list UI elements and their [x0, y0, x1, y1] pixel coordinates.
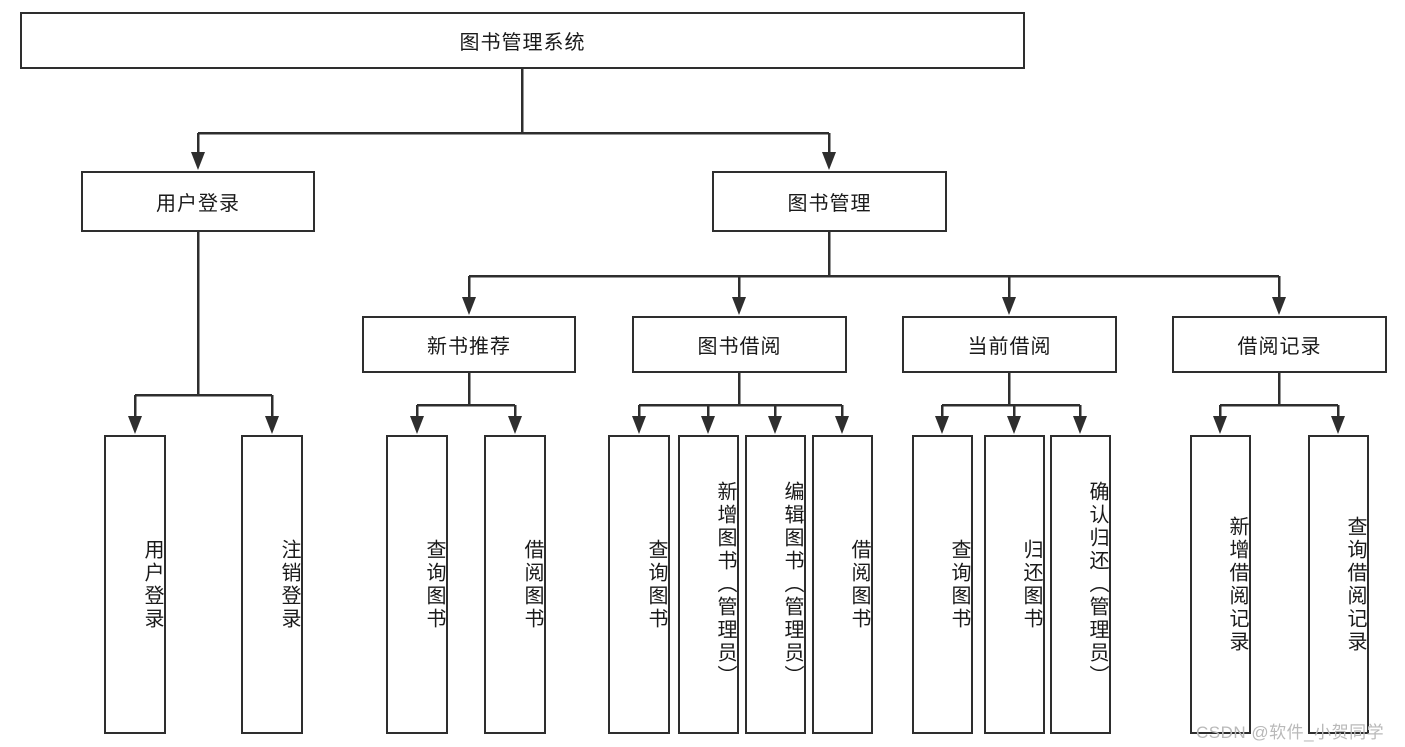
leaf-borrow-book-label: 借阅图书: [848, 538, 870, 631]
leaf-borrow-book[interactable]: 借阅图书: [812, 435, 873, 734]
leaf-query-borrow-record-label: 查询借阅记录: [1344, 515, 1366, 654]
leaf-add-book-admin-label: 新增图书（管理员）: [714, 481, 736, 688]
leaf-logout-label: 注销登录: [278, 538, 300, 631]
leaf-edit-book-admin-label: 编辑图书（管理员）: [781, 481, 803, 688]
connector-userlogin-to-leaves: [128, 232, 279, 434]
user-login[interactable]: 用户登录: [81, 171, 315, 232]
leaf-return-book[interactable]: 归还图书: [984, 435, 1045, 734]
root-node-book-management-system-label: 图书管理系统: [459, 32, 586, 54]
leaf-query-book-recommend-label: 查询图书: [423, 538, 445, 631]
leaf-query-book-borrow-label: 查询图书: [645, 538, 667, 631]
root-node-book-management-system[interactable]: 图书管理系统: [20, 12, 1025, 69]
leaf-confirm-return-admin[interactable]: 确认归还（管理员）: [1050, 435, 1111, 734]
leaf-borrow-book-recommend-label: 借阅图书: [521, 538, 543, 631]
leaf-query-book-borrow[interactable]: 查询图书: [608, 435, 670, 734]
borrow-record[interactable]: 借阅记录: [1172, 316, 1387, 373]
leaf-add-borrow-record[interactable]: 新增借阅记录: [1190, 435, 1251, 734]
connector-bookmgmt-to-level3: [462, 232, 1286, 315]
current-borrow[interactable]: 当前借阅: [902, 316, 1117, 373]
borrow-record-label: 借阅记录: [1237, 336, 1322, 358]
csdn-watermark: CSDN @软件_小贺同学: [1196, 723, 1385, 742]
new-book-recommend-label: 新书推荐: [427, 336, 511, 358]
book-borrow-label: 图书借阅: [697, 336, 782, 358]
leaf-query-book-recommend[interactable]: 查询图书: [386, 435, 448, 734]
leaf-add-borrow-record-label: 新增借阅记录: [1226, 515, 1248, 654]
connector-recommend-to-leaves: [410, 373, 522, 434]
new-book-recommend[interactable]: 新书推荐: [362, 316, 576, 373]
connector-record-to-leaves: [1213, 373, 1345, 434]
book-borrow[interactable]: 图书借阅: [632, 316, 847, 373]
leaf-return-book-label: 归还图书: [1020, 538, 1042, 631]
book-management[interactable]: 图书管理: [712, 171, 947, 232]
leaf-confirm-return-admin-label: 确认归还（管理员）: [1086, 481, 1108, 688]
leaf-borrow-book-recommend[interactable]: 借阅图书: [484, 435, 546, 734]
connector-borrow-to-leaves: [632, 373, 849, 434]
current-borrow-label: 当前借阅: [967, 336, 1052, 358]
leaf-edit-book-admin[interactable]: 编辑图书（管理员）: [745, 435, 806, 734]
user-login-label: 用户登录: [156, 193, 240, 215]
leaf-query-book-current-label: 查询图书: [948, 538, 970, 631]
leaf-query-borrow-record[interactable]: 查询借阅记录: [1308, 435, 1369, 734]
leaf-logout[interactable]: 注销登录: [241, 435, 303, 734]
connector-current-to-leaves: [935, 373, 1087, 434]
leaf-user-login[interactable]: 用户登录: [104, 435, 166, 734]
leaf-query-book-current[interactable]: 查询图书: [912, 435, 973, 734]
leaf-user-login-label: 用户登录: [141, 538, 163, 631]
leaf-add-book-admin[interactable]: 新增图书（管理员）: [678, 435, 739, 734]
connector-root-to-level2: [191, 69, 836, 170]
book-management-label: 图书管理: [787, 193, 872, 215]
